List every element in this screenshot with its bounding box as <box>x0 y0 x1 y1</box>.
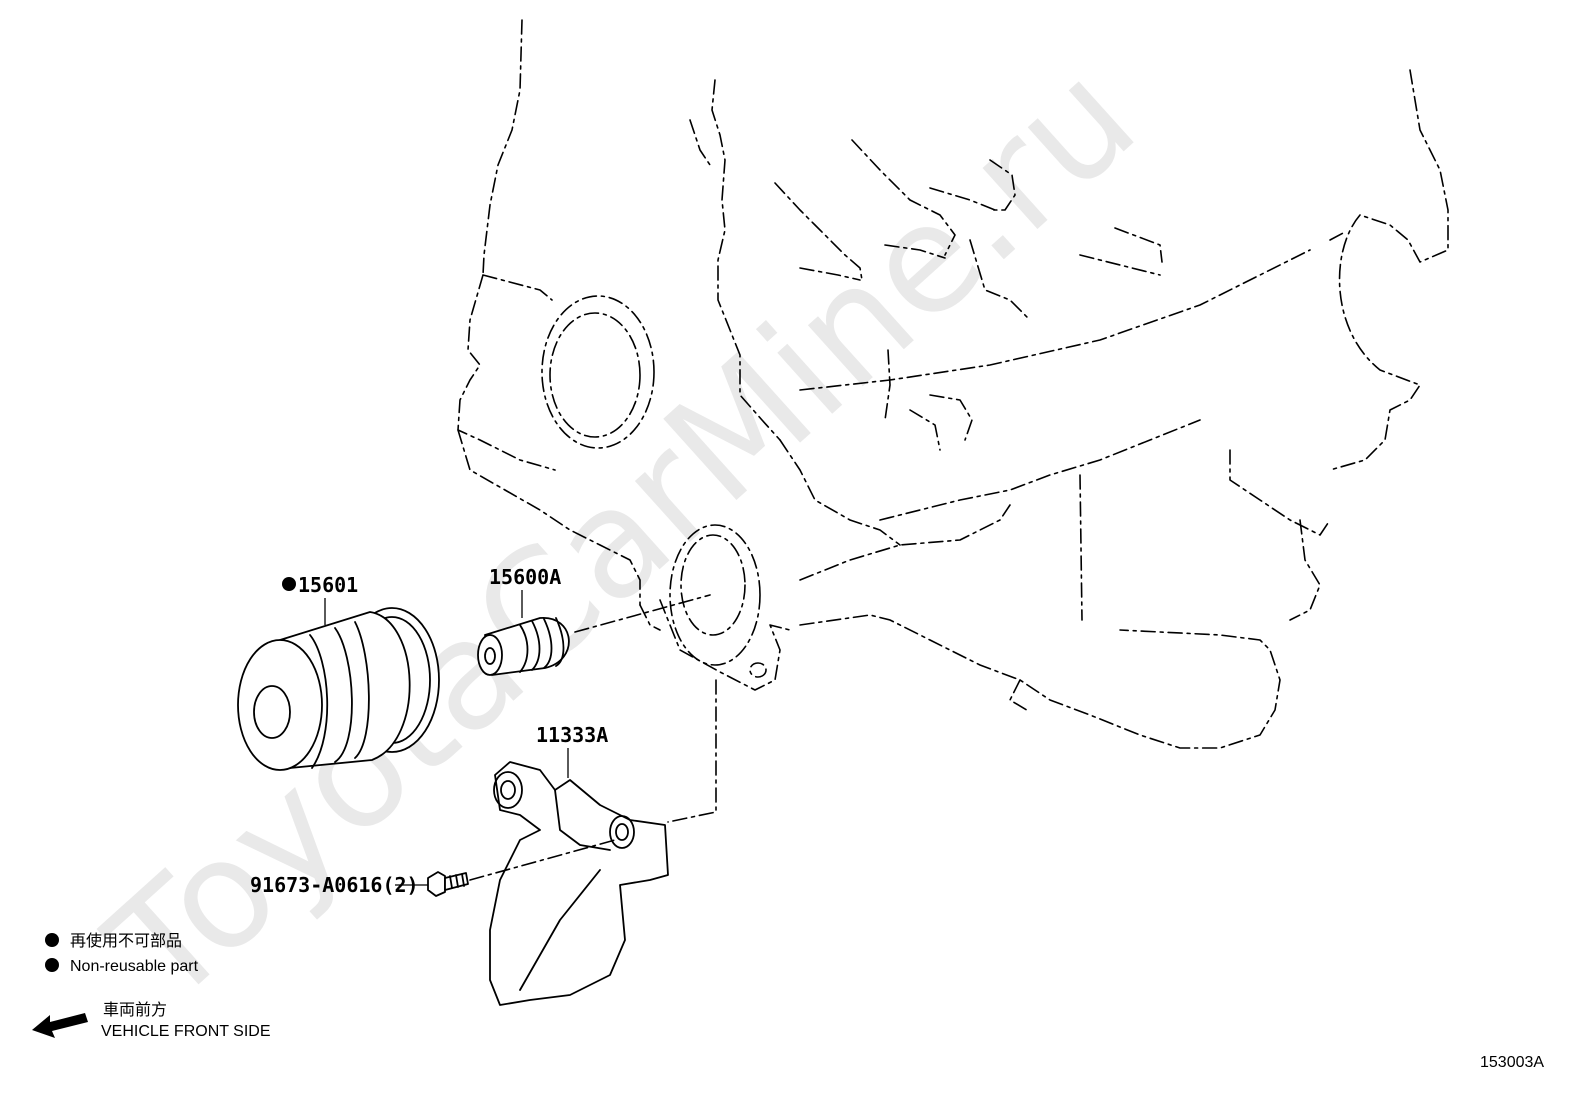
non-reusable-dot-icon <box>45 958 59 972</box>
bolt-drawing <box>427 871 469 897</box>
legend-non-reusable-jp: 再使用不可部品 <box>70 932 182 950</box>
reference-code: 153003A <box>1480 1054 1544 1071</box>
bracket-drawing <box>489 761 669 1006</box>
oil-filter-drawing <box>237 607 440 771</box>
part-label-15601[interactable]: 15601 <box>298 573 358 597</box>
engine-block-outline <box>457 19 1449 749</box>
legend-front-en: VEHICLE FRONT SIDE <box>101 1023 271 1040</box>
non-reusable-dot-icon <box>45 933 59 947</box>
part-label-bolt[interactable]: 91673-A0616(2) <box>250 873 419 897</box>
legend-non-reusable-en: Non-reusable part <box>70 958 199 975</box>
non-reusable-dot-icon <box>282 577 296 591</box>
front-arrow-icon <box>32 1013 88 1038</box>
part-label-11333A[interactable]: 11333A <box>536 723 608 747</box>
filter-union-drawing <box>477 617 570 676</box>
watermark: ToyotaCarMine.ru <box>77 31 1168 1038</box>
legend-front-jp: 車両前方 <box>103 1001 167 1019</box>
part-label-15600A[interactable]: 15600A <box>489 565 561 589</box>
